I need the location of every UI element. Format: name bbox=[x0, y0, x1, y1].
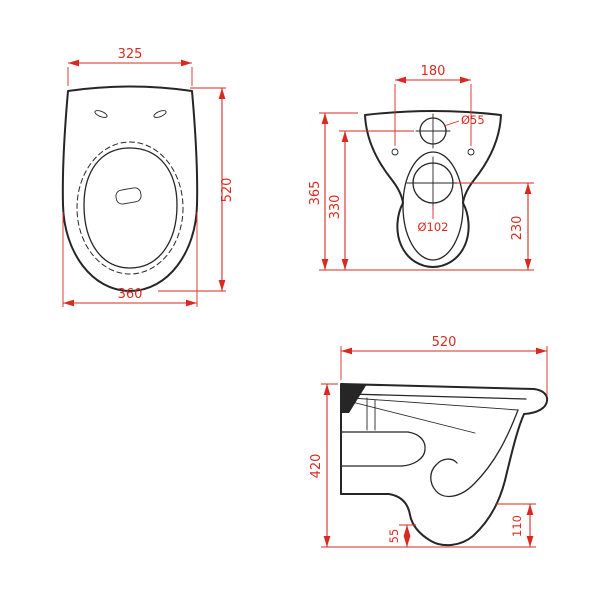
dim-label-330: 330 bbox=[328, 195, 343, 220]
dim-rear-height-total: 365 bbox=[308, 112, 534, 271]
rim-inner-top bbox=[348, 393, 527, 400]
dim-rear-height-outlet: 230 bbox=[457, 182, 534, 270]
trap-weir-outline bbox=[401, 431, 426, 467]
dim-rear-height-inlet: 330 bbox=[328, 130, 414, 270]
dim-label-d55: Ø55 bbox=[461, 113, 485, 127]
trap-dome-outline bbox=[402, 151, 464, 261]
side-section-view: 520 420 110 55 bbox=[309, 335, 549, 548]
dim-label-420: 420 bbox=[309, 454, 324, 479]
dim-label-520-side: 520 bbox=[432, 335, 457, 350]
dim-label-365: 365 bbox=[308, 181, 323, 206]
dim-label-520-plan: 520 bbox=[220, 178, 235, 203]
dim-plan-length: 520 bbox=[158, 87, 235, 292]
dim-side-bottom-offset: 55 bbox=[387, 524, 416, 547]
dim-label-360: 360 bbox=[118, 287, 143, 302]
seat-hinge-left bbox=[94, 110, 108, 118]
dim-plan-bottom-width: 360 bbox=[62, 212, 198, 307]
dim-label-55: 55 bbox=[387, 529, 401, 544]
bowl-inner-profile bbox=[430, 409, 519, 498]
dim-rear-inlet-diameter: Ø55 bbox=[443, 113, 485, 127]
fixing-hole-left bbox=[391, 148, 399, 156]
hidden-rim-outline bbox=[76, 141, 184, 275]
dim-label-230: 230 bbox=[510, 216, 525, 241]
rear-view: 180 Ø55 Ø102 365 330 230 bbox=[308, 64, 534, 271]
dim-label-180: 180 bbox=[421, 64, 446, 79]
seat-opening-outline bbox=[83, 147, 178, 269]
dim-label-110: 110 bbox=[510, 515, 524, 537]
rear-body-outline bbox=[364, 110, 502, 268]
plan-view: 325 520 360 bbox=[61, 47, 235, 307]
side-body-outline bbox=[340, 383, 549, 547]
plan-bowl-outline bbox=[61, 85, 199, 292]
flush-hole bbox=[115, 187, 142, 205]
dim-side-front-height: 110 bbox=[495, 503, 536, 547]
seat-hinge-right bbox=[153, 110, 167, 118]
dim-label-325: 325 bbox=[118, 47, 143, 62]
rim-diagonal-2 bbox=[351, 401, 476, 434]
fixing-hole-right bbox=[467, 148, 475, 156]
dim-rear-fixing-distance: 180 bbox=[394, 64, 472, 146]
dim-plan-top-width: 325 bbox=[67, 47, 193, 86]
dim-side-depth: 520 bbox=[340, 335, 548, 396]
dim-side-height: 420 bbox=[309, 383, 536, 548]
dim-label-d102: Ø102 bbox=[417, 220, 448, 234]
rim-diagonal-1 bbox=[351, 397, 519, 411]
dim-rear-outlet-diameter: Ø102 bbox=[417, 206, 449, 234]
